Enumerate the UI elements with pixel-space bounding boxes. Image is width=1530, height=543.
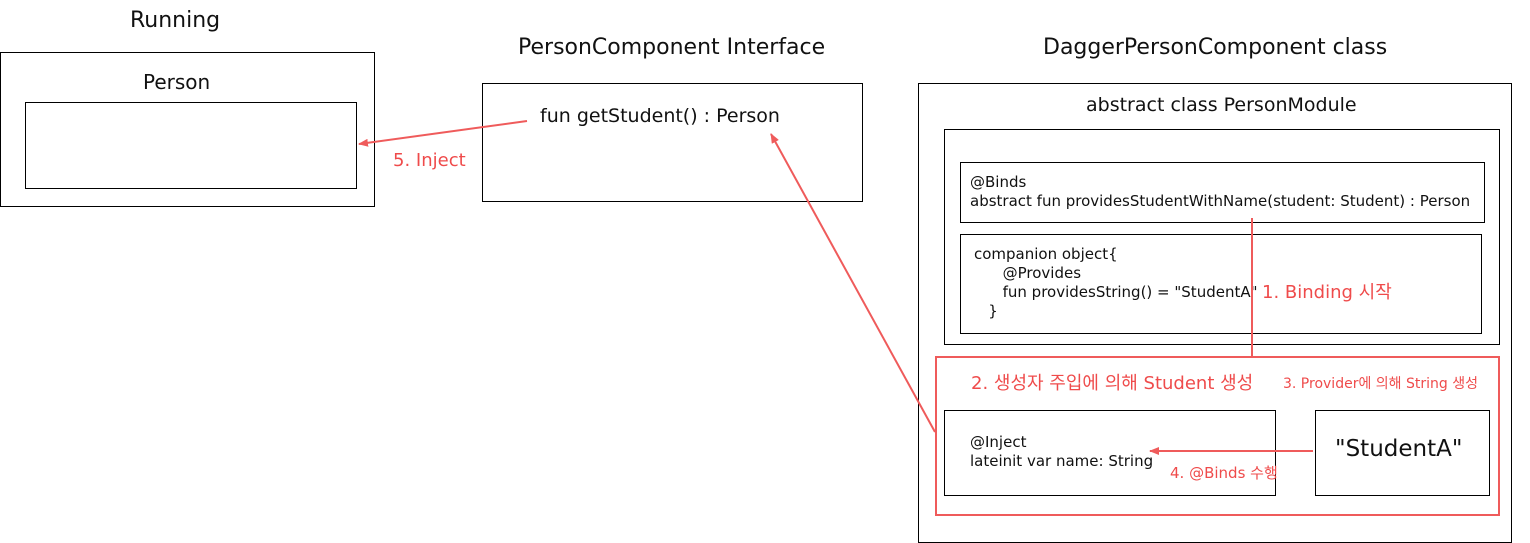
interface-title: PersonComponent Interface xyxy=(518,35,826,60)
running-title: Running xyxy=(130,8,221,33)
step-3-label: 3. Provider에 의해 String 생성 xyxy=(1283,376,1478,392)
inject-arrow xyxy=(358,120,528,147)
red-highlight-box xyxy=(935,356,1500,516)
step-2-label: 2. 생성자 주입에 의해 Student 생성 xyxy=(971,373,1254,394)
companion-code: companion object{ @Provides fun provides… xyxy=(974,245,1258,320)
interface-box xyxy=(482,83,863,202)
inject-box xyxy=(944,410,1276,496)
step-4-label: 4. @Binds 수행 xyxy=(1170,464,1278,482)
inject-code: @Inject lateinit var name: String xyxy=(970,433,1154,470)
step-1-label: 1. Binding 시작 xyxy=(1262,282,1392,303)
binds-box xyxy=(960,162,1485,223)
student-to-interface-arrow xyxy=(770,133,936,433)
person-box xyxy=(25,102,357,189)
module-label: abstract class PersonModule xyxy=(1086,94,1357,116)
companion-box xyxy=(960,234,1482,334)
dagger-title: DaggerPersonComponent class xyxy=(1043,35,1388,60)
string-value: "StudentA" xyxy=(1335,436,1463,462)
get-student-method: fun getStudent() : Person xyxy=(540,105,780,127)
binds-code: @Binds abstract fun providesStudentWithN… xyxy=(970,173,1471,210)
string-box xyxy=(1315,410,1490,496)
person-label: Person xyxy=(143,70,211,94)
step-5-label: 5. Inject xyxy=(393,150,466,171)
